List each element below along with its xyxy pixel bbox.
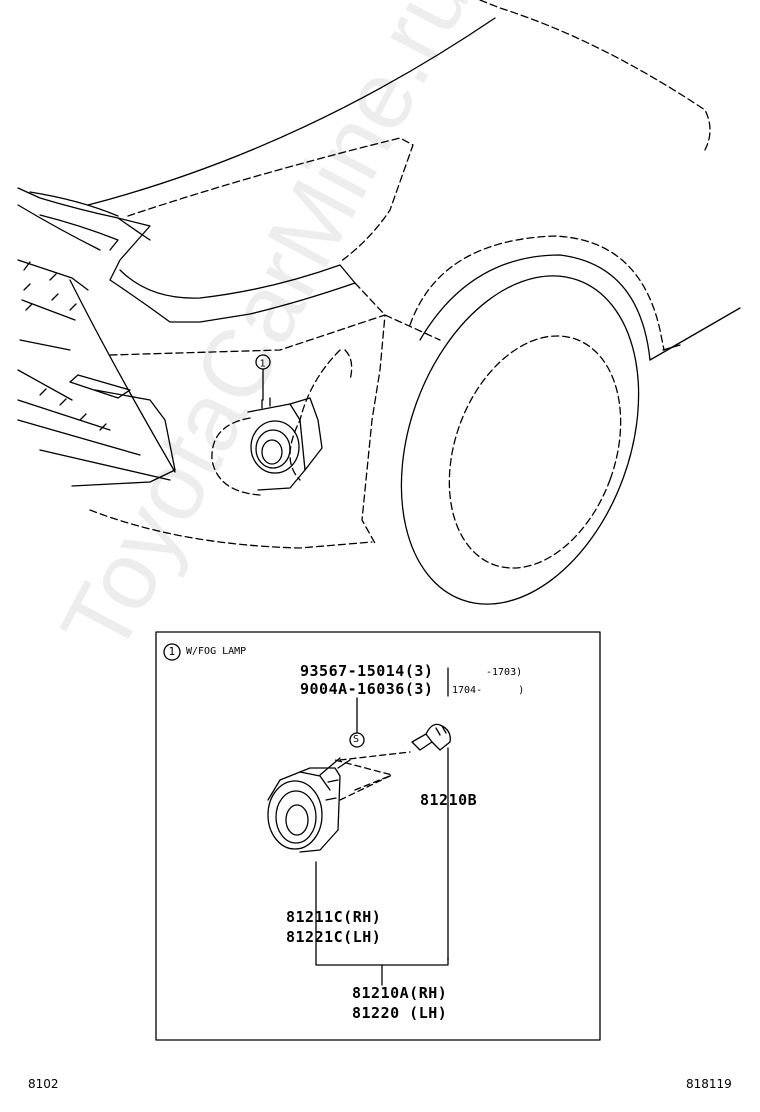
callout-number-inset: 1 xyxy=(168,645,176,658)
detail-inset xyxy=(155,631,601,1041)
part-number-housing-rh: 81211C(RH) xyxy=(286,908,382,926)
part-number-assy-lh: 81220 (LH) xyxy=(352,1004,448,1022)
part-number-bulb: 81210B xyxy=(420,791,478,809)
section-title: W/FOG LAMP xyxy=(186,646,247,657)
fog-housing-shape xyxy=(267,757,351,853)
bolt-1-date-range: -1703) xyxy=(486,667,523,678)
screw-symbol: S xyxy=(353,734,360,745)
inset-frame xyxy=(155,631,601,1041)
part-number-housing-lh: 81221C(LH) xyxy=(286,928,382,946)
car-front-illustration xyxy=(17,0,741,605)
bolt-2-date-range: 1704- ) xyxy=(452,685,525,696)
part-number-bolt-1: 93567-15014(3) xyxy=(300,662,434,680)
callout-circle-inset xyxy=(163,643,181,661)
footer-left-code: 8102 xyxy=(28,1077,59,1091)
part-number-bolt-2: 9004A-16036(3) xyxy=(300,680,434,698)
part-number-assy-rh: 81210A(RH) xyxy=(352,984,448,1002)
bulb-shape xyxy=(411,723,451,751)
footer-right-code: 818119 xyxy=(686,1077,732,1091)
callout-number-upper: 1 xyxy=(260,359,266,370)
